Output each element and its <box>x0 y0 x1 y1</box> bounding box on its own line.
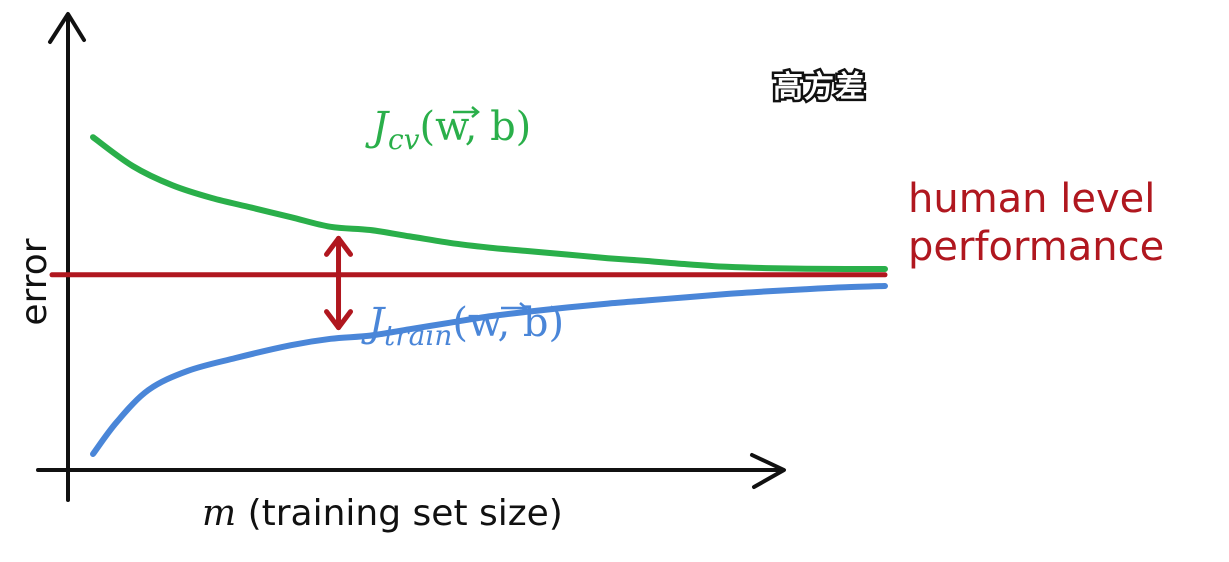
series-label-cv: Jcv(w, b) <box>365 104 531 156</box>
series-label-human-line-1: human level <box>908 176 1155 222</box>
x-axis-label: m (training set size) <box>202 493 563 534</box>
x-axis-label-variable: m <box>202 493 236 534</box>
series-label-train-sub: train <box>384 319 452 352</box>
series-label-cv-main: J <box>365 104 390 150</box>
x-axis-arrowhead-icon <box>750 453 786 489</box>
series-label-train: Jtrain(w, b) <box>361 300 564 352</box>
series-label-human-line-2: performance <box>908 224 1164 270</box>
caption-text: 高方差 <box>771 68 868 108</box>
vector-arrow-train-icon <box>501 302 528 314</box>
gap-arrowhead-bottom-icon <box>324 309 354 331</box>
series-line-cv <box>90 134 888 273</box>
x-axis-label-text: (training set size) <box>236 493 563 534</box>
gap-arrowhead-top-icon <box>324 235 354 257</box>
series-line-train <box>90 283 888 457</box>
y-axis-label: error <box>14 238 55 325</box>
gap-double-arrow <box>324 235 354 331</box>
vector-arrow-cv-icon <box>453 106 480 118</box>
series-label-cv-sub: cv <box>388 123 420 156</box>
y-axis-arrowhead-icon <box>48 12 86 44</box>
